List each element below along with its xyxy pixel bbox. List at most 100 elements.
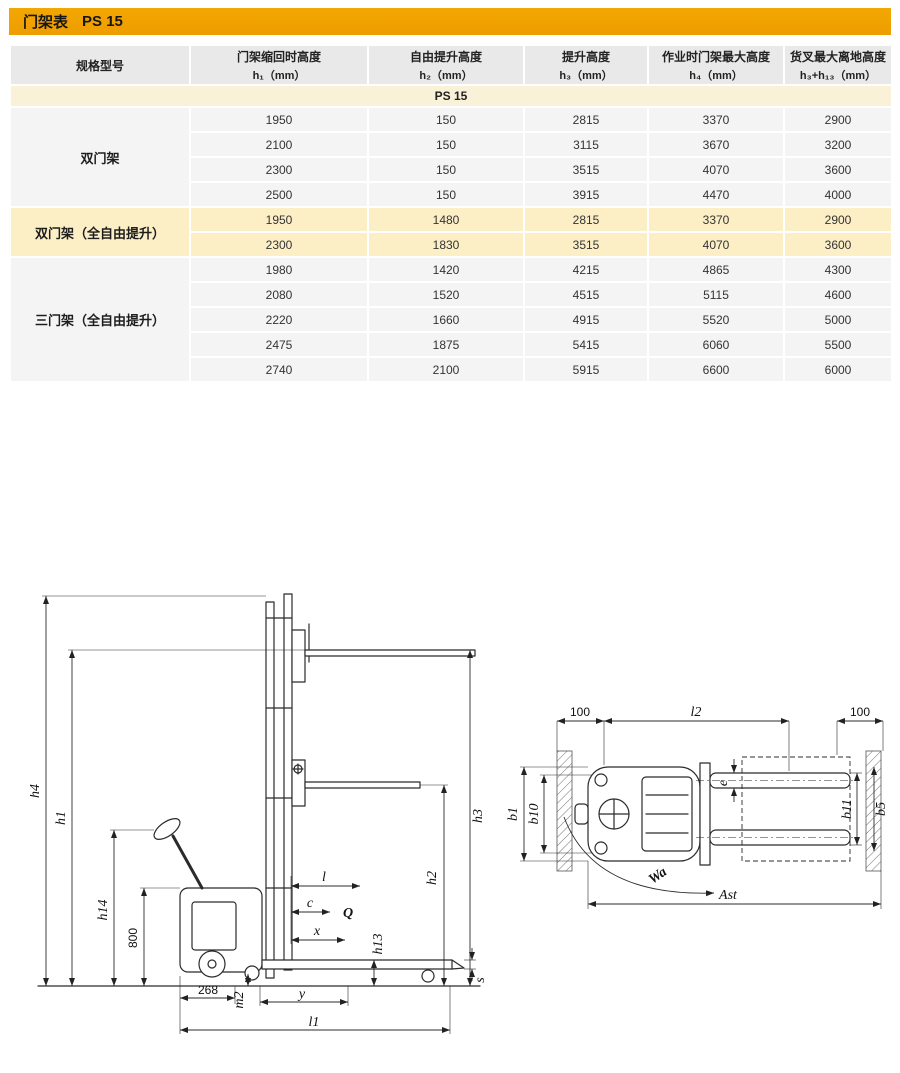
spec-cell: 1830 (367, 231, 525, 258)
dim-label-h14: h14 (96, 900, 111, 921)
spec-cell: 1980 (189, 256, 369, 283)
side-view-dimensions: h4 h1 h14 800 h3 h2 l c Q x h13 (30, 595, 488, 1034)
truck-body (153, 818, 263, 981)
spec-cell: 2900 (783, 206, 893, 233)
top-view-dimensions: 100 l2 100 b1 b10 e b11 b5 Wa Ast (506, 705, 889, 909)
spec-cell: 150 (367, 156, 525, 183)
spec-cell: 3370 (647, 106, 785, 133)
spec-cell: 1660 (367, 306, 525, 333)
dim-label-100-left: 100 (570, 705, 590, 719)
dim-label-wa: Wa (646, 865, 670, 888)
spec-cell: 4000 (783, 181, 893, 208)
side-view-drawing: h4 h1 h14 800 h3 h2 l c Q x h13 (30, 593, 488, 1034)
title-bar: 门架表 PS 15 (9, 8, 891, 35)
spec-cell: 3670 (647, 131, 785, 158)
drive-wheel (198, 950, 226, 978)
spec-cell: 2100 (189, 131, 369, 158)
page-title: 门架表 (23, 14, 69, 31)
spec-cell: 2475 (189, 331, 369, 358)
spec-cell: 3370 (647, 206, 785, 233)
battery-box (641, 776, 693, 852)
group-label: 双门架（全自由提升） (9, 206, 191, 258)
dim-label-y: y (297, 987, 306, 1002)
dim-label-100-right: 100 (850, 705, 870, 719)
dim-label-m2: m2 (232, 991, 247, 1008)
model-badge: PS 15 (82, 13, 123, 30)
spec-cell: 4070 (647, 156, 785, 183)
caster-wheel (244, 965, 260, 981)
spec-cell: 5915 (523, 356, 649, 383)
mast (265, 593, 293, 979)
spec-cell: 6600 (647, 356, 785, 383)
spec-cell: 1420 (367, 256, 525, 283)
dim-label-b1: b1 (506, 807, 521, 821)
spec-cell: 1875 (367, 331, 525, 358)
spec-cell: 4470 (647, 181, 785, 208)
spec-cell: 5415 (523, 331, 649, 358)
dim-label-l2: l2 (691, 705, 702, 720)
spec-cell: 5520 (647, 306, 785, 333)
group-label: 双门架 (9, 106, 191, 208)
dim-label-h4: h4 (30, 784, 43, 798)
stacker-top-geometry (574, 756, 858, 866)
dim-label-b10: b10 (527, 804, 542, 825)
subheader-model: PS 15 (9, 84, 893, 108)
tiller-arm (171, 834, 204, 890)
table-subheader-row: PS 15 (9, 84, 893, 108)
dim-label-x: x (313, 924, 321, 939)
spec-cell: 3915 (523, 181, 649, 208)
spec-cell: 2300 (189, 231, 369, 258)
turning-radius-arc (563, 816, 715, 897)
spec-cell: 2900 (783, 106, 893, 133)
spec-cell: 2815 (523, 106, 649, 133)
spec-cell: 3515 (523, 231, 649, 258)
dim-label-800: 800 (126, 928, 140, 948)
stacker-side-geometry (37, 593, 481, 987)
spec-cell: 4070 (647, 231, 785, 258)
spec-cell: 2500 (189, 181, 369, 208)
pallet-outline (741, 756, 851, 862)
spec-cell: 2220 (189, 306, 369, 333)
spec-cell: 5115 (647, 281, 785, 308)
spec-cell: 6000 (783, 356, 893, 383)
spec-cell: 150 (367, 106, 525, 133)
spec-cell: 3200 (783, 131, 893, 158)
tiller-stub (574, 803, 589, 825)
dim-label-e: e (716, 780, 731, 786)
spec-cell: 4515 (523, 281, 649, 308)
dim-label-l1: l1 (309, 1015, 320, 1030)
load-wheel (421, 969, 435, 983)
spec-cell: 4215 (523, 256, 649, 283)
dim-label-b11: b11 (840, 799, 855, 819)
dim-label-ast: Ast (718, 888, 738, 903)
spec-cell: 4915 (523, 306, 649, 333)
spec-cell: 1950 (189, 206, 369, 233)
spec-cell: 3600 (783, 231, 893, 258)
fork-raised (291, 623, 476, 683)
dim-label-h1: h1 (54, 811, 69, 825)
spec-cell: 4865 (647, 256, 785, 283)
dim-label-q: Q (343, 906, 353, 921)
left-wall-hatch (556, 750, 573, 872)
spec-cell: 3515 (523, 156, 649, 183)
spec-cell: 3115 (523, 131, 649, 158)
dim-label-b5: b5 (874, 802, 889, 816)
spec-cell: 4300 (783, 256, 893, 283)
spec-cell: 2740 (189, 356, 369, 383)
spec-cell: 2080 (189, 281, 369, 308)
fork-carriage-top (699, 762, 711, 866)
